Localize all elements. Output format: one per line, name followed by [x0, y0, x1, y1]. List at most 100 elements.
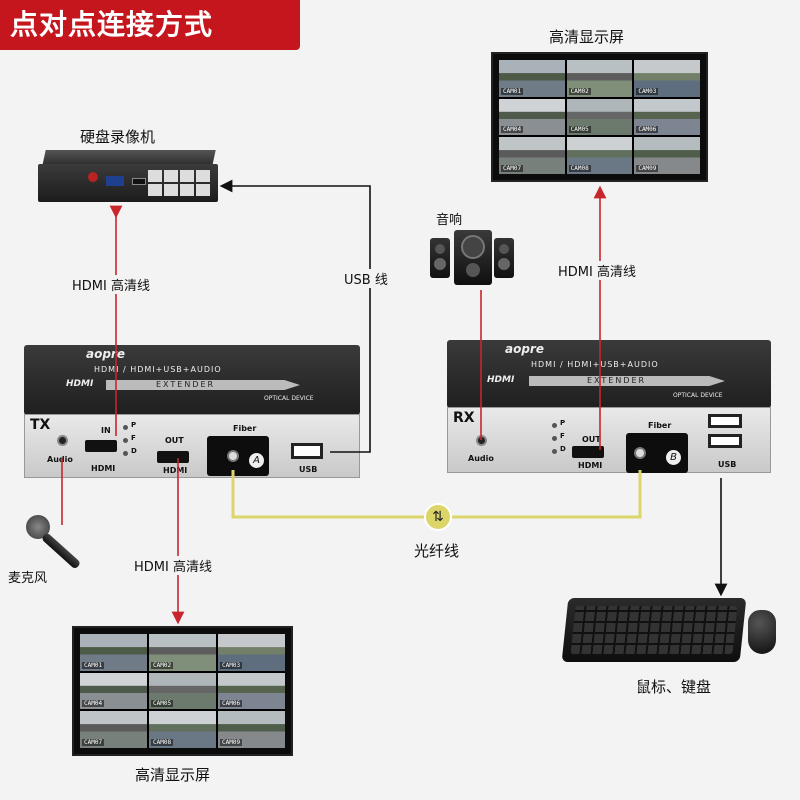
- nvr-audio-port-icon: [88, 172, 98, 182]
- rx-hdmi-out-label: HDMI: [578, 461, 603, 470]
- camera-label: CAM03: [220, 661, 243, 669]
- rx-out-label: OUT: [582, 435, 601, 444]
- tx-led-f: F: [131, 434, 136, 442]
- rx-spec: HDMI / HDMI+USB+AUDIO: [531, 360, 659, 369]
- rx-device-top: aopre HDMI / HDMI+USB+AUDIO HDMI EXTENDE…: [447, 340, 771, 408]
- tx-hdmi-in-port: [85, 440, 117, 452]
- camera-label: CAM08: [568, 165, 591, 172]
- rx-hdmi-logo: HDMI: [487, 375, 515, 385]
- camera-label: CAM09: [220, 739, 243, 746]
- tx-led-f-icon: [123, 438, 128, 443]
- rx-led-d-icon: [552, 449, 557, 454]
- rx-fiber-label: Fiber: [648, 421, 672, 430]
- nvr-ethernet-ports-icon: [148, 170, 210, 196]
- fiber-bidirectional-icon: ⇅: [424, 503, 452, 531]
- tx-hdmi-out-port: [157, 451, 189, 463]
- fiber-label: 光纤线: [414, 542, 460, 560]
- hdmi-tx-out-label: HDMI 高清线: [134, 556, 212, 575]
- tx-port-letter: A: [249, 453, 264, 468]
- rx-audio-label: Audio: [468, 454, 494, 463]
- nvr-vga-port-icon: [106, 176, 124, 186]
- camera-feed: CAM06: [218, 672, 285, 710]
- rx-hdmi-out-port: [572, 446, 604, 458]
- tx-fiber-socket-icon: [227, 450, 239, 462]
- rx-fiber-socket-icon: [634, 447, 646, 459]
- camera-label: CAM01: [82, 661, 105, 669]
- speaker-icon: [430, 230, 514, 285]
- camera-label: CAM07: [501, 165, 524, 172]
- rx-led-f: F: [560, 432, 565, 440]
- camera-feed: CAM09: [634, 137, 700, 174]
- rx-port-letter: B: [666, 450, 681, 465]
- camera-feed: CAM03: [218, 634, 285, 671]
- rx-brand: aopre: [505, 342, 544, 356]
- nvr-hdmi-port-icon: [132, 178, 146, 185]
- mouse-icon: [748, 610, 776, 654]
- rx-optical: OPTICAL DEVICE: [673, 392, 723, 399]
- tx-id: TX: [30, 417, 51, 433]
- monitor-bottom-label: 高清显示屏: [135, 766, 211, 784]
- camera-feed: CAM04: [499, 98, 565, 136]
- microphone-label: 麦克风: [8, 571, 48, 586]
- camera-label: CAM07: [82, 739, 105, 746]
- tx-usb-label: USB: [299, 465, 318, 474]
- camera-feed: CAM02: [566, 60, 633, 97]
- speaker-label: 音响: [436, 213, 463, 228]
- camera-feed: CAM01: [499, 60, 565, 97]
- rx-usb-port-2: [708, 434, 742, 448]
- tx-hdmi-in-label: IN: [101, 426, 111, 435]
- microphone-icon: [26, 515, 86, 570]
- camera-label: CAM02: [568, 87, 591, 95]
- camera-label: CAM04: [82, 700, 105, 708]
- camera-label: CAM02: [151, 661, 174, 669]
- camera-feed: CAM08: [566, 137, 633, 174]
- tx-hdmi-label: HDMI: [91, 464, 116, 473]
- keyboard-mouse-label: 鼠标、键盘: [636, 678, 712, 696]
- usb-label: USB 线: [344, 269, 388, 288]
- camera-label: CAM04: [501, 126, 524, 134]
- tx-led-p: P: [131, 421, 137, 429]
- camera-feed: CAM04: [80, 672, 147, 710]
- tx-usb-port: [291, 443, 323, 459]
- tx-hdmi-out-label: HDMI: [163, 466, 188, 475]
- tx-extender: EXTENDER: [156, 380, 216, 389]
- tx-spec: HDMI / HDMI+USB+AUDIO: [94, 365, 222, 374]
- nvr-device: [38, 150, 218, 202]
- nvr-label: 硬盘录像机: [80, 128, 156, 146]
- camera-feed: CAM06: [634, 98, 700, 136]
- tx-led-d: D: [131, 447, 137, 455]
- tx-fiber-label: Fiber: [233, 424, 257, 433]
- title-banner: 点对点连接方式: [0, 0, 300, 50]
- camera-feed: CAM09: [218, 711, 285, 748]
- monitor-top-label: 高清显示屏: [549, 28, 625, 46]
- camera-label: CAM03: [636, 87, 659, 95]
- camera-label: CAM06: [636, 126, 659, 134]
- camera-feed: CAM02: [149, 634, 216, 671]
- hdmi-nvr-label: HDMI 高清线: [72, 275, 150, 294]
- hdmi-rx-label: HDMI 高清线: [558, 261, 636, 280]
- camera-label: CAM09: [636, 165, 659, 172]
- rx-led-f-icon: [552, 436, 557, 441]
- rx-id: RX: [453, 410, 475, 426]
- camera-feed: CAM08: [149, 711, 216, 748]
- tx-led-p-icon: [123, 425, 128, 430]
- camera-feed: CAM07: [499, 137, 565, 174]
- rx-usb-port-1: [708, 414, 742, 428]
- camera-feed: CAM03: [634, 60, 700, 97]
- camera-feed: CAM07: [80, 711, 147, 748]
- camera-label: CAM01: [501, 87, 524, 95]
- tx-device-top: aopre HDMI / HDMI+USB+AUDIO HDMI EXTENDE…: [24, 345, 360, 415]
- rx-front-panel: RX Audio P F D OUT HDMI Fiber B USB: [447, 407, 771, 473]
- rx-extender: EXTENDER: [587, 376, 647, 385]
- tx-led-d-icon: [123, 451, 128, 456]
- camera-feed: CAM05: [566, 98, 633, 136]
- camera-label: CAM08: [151, 739, 174, 746]
- camera-feed: CAM05: [149, 672, 216, 710]
- rx-led-d: D: [560, 445, 566, 453]
- camera-label: CAM05: [568, 126, 591, 134]
